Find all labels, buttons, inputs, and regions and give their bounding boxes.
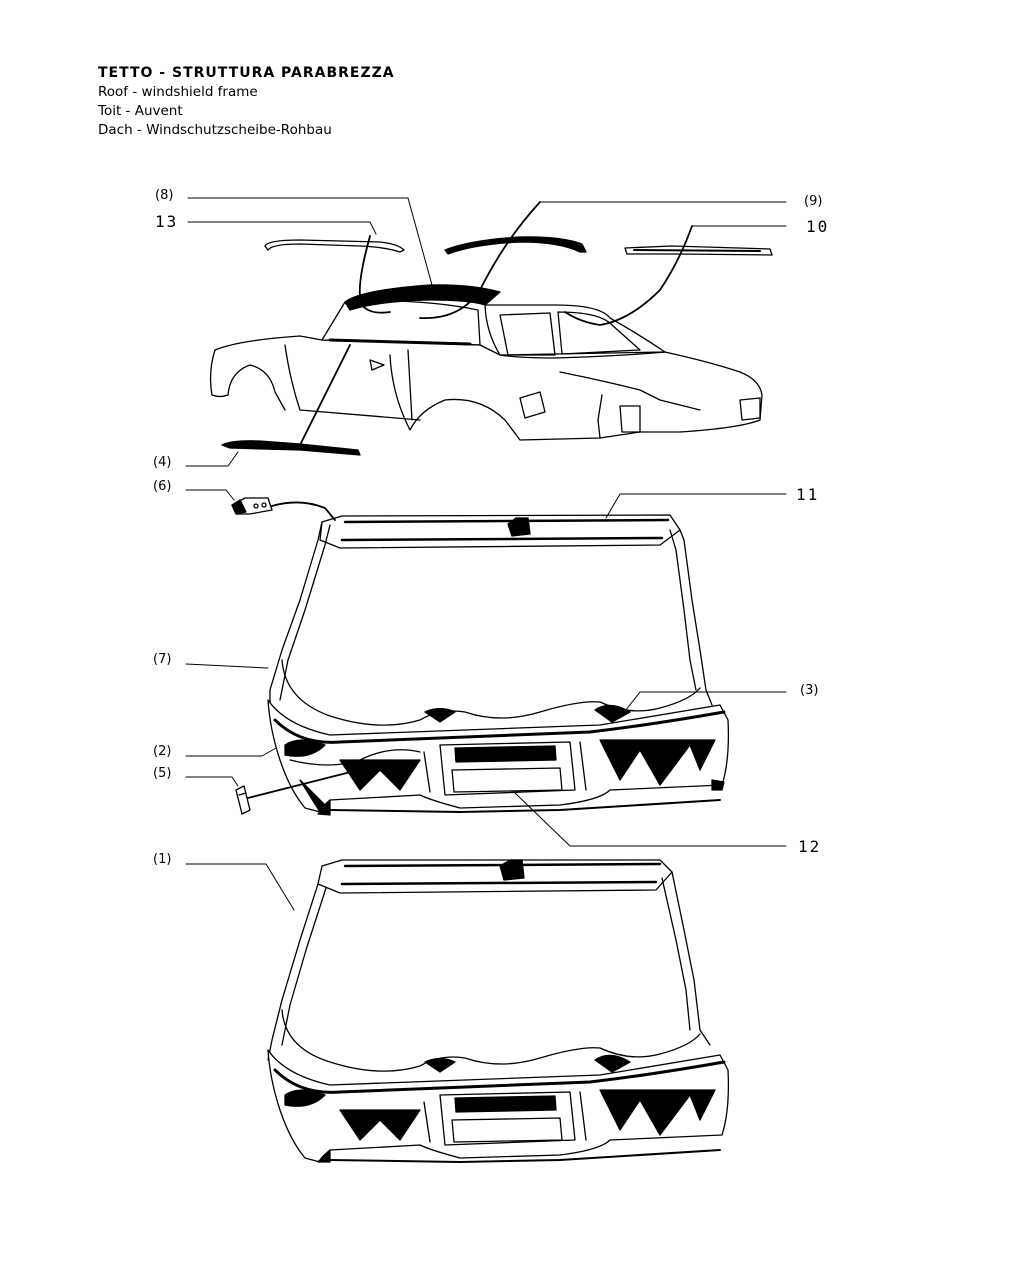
windshield-frame-assembly	[267, 514, 730, 816]
callout-12: 12	[798, 837, 822, 856]
callout-11: 11	[796, 485, 820, 504]
part-6-bracket	[231, 497, 273, 515]
part-9-moulding	[444, 236, 587, 255]
callout-4: (4)	[153, 455, 172, 470]
callout-1: (1)	[153, 852, 172, 867]
callout-3: (3)	[800, 683, 819, 698]
callout-8: (8)	[155, 188, 174, 203]
callout-13: 13	[155, 212, 179, 231]
callout-6: (6)	[153, 479, 172, 494]
car-body-outline	[209, 284, 763, 441]
windshield-frame-complete	[267, 859, 730, 1163]
part-13-moulding	[264, 239, 405, 253]
leader-lines	[185, 197, 787, 911]
callout-9: (9)	[804, 194, 823, 209]
title-french: Toit - Auvent	[98, 103, 183, 119]
title-german: Dach - Windschutzscheibe-Rohbau	[98, 122, 332, 138]
callout-5: (5)	[153, 766, 172, 781]
part-10-moulding	[624, 245, 773, 256]
callout-2: (2)	[153, 744, 172, 759]
title-english: Roof - windshield frame	[98, 84, 258, 100]
callout-7: (7)	[153, 652, 172, 667]
part-5-clip	[235, 785, 251, 815]
callout-10: 10	[806, 217, 830, 236]
part-4-moulding	[221, 440, 361, 456]
title-block: TETTO - STRUTTURA PARABREZZA Roof - wind…	[98, 64, 395, 140]
title-italian: TETTO - STRUTTURA PARABREZZA	[98, 65, 395, 81]
